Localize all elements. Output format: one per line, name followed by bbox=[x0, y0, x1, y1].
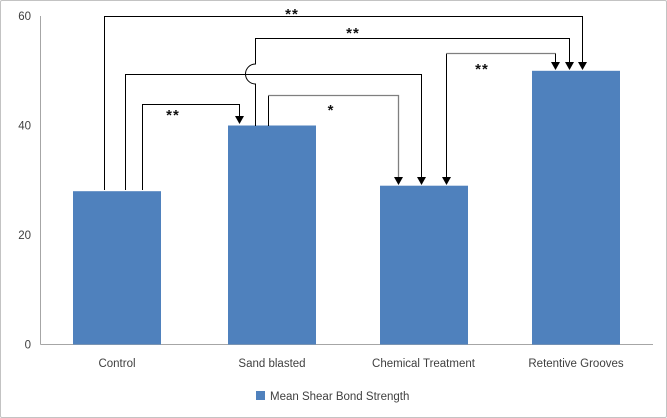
y-tick-label: 60 bbox=[18, 11, 31, 23]
bar-control bbox=[73, 191, 161, 345]
category-label-chemical-treatment: Chemical Treatment bbox=[372, 358, 476, 370]
y-tick-label: 40 bbox=[18, 121, 31, 133]
arrow-head bbox=[578, 62, 587, 70]
bar-retentive-grooves bbox=[532, 70, 620, 345]
arrow-head bbox=[235, 116, 244, 124]
category-label-sand-blasted: Sand blasted bbox=[238, 358, 305, 370]
y-tick-label: 0 bbox=[25, 340, 31, 352]
category-label-control: Control bbox=[98, 358, 135, 370]
sig-bracket-control-retentive bbox=[104, 16, 583, 190]
sig-bracket-control-sandblasted bbox=[142, 104, 240, 190]
category-label-retentive-grooves: Retentive Grooves bbox=[528, 358, 623, 370]
bar-chemical-treatment bbox=[380, 185, 468, 345]
sig-bracket-sandblasted-retentive bbox=[245, 38, 570, 126]
sig-label-sandblasted-retentive: ** bbox=[346, 25, 360, 42]
sig-label-chemical-retentive: ** bbox=[475, 61, 489, 78]
legend-label: Mean Shear Bond Strength bbox=[270, 391, 409, 403]
arrow-head bbox=[565, 62, 574, 70]
sig-bracket-control-chemical bbox=[125, 74, 422, 190]
legend-swatch bbox=[256, 391, 265, 400]
arrow-head bbox=[442, 177, 451, 185]
bar-sand-blasted bbox=[228, 125, 316, 345]
sig-bracket-sandblasted-chemical bbox=[268, 94, 400, 178]
sig-label-control-sandblasted: ** bbox=[166, 107, 180, 124]
sig-label-sandblasted-chemical: * bbox=[328, 102, 335, 119]
y-tick-label: 20 bbox=[18, 230, 31, 242]
arrow-head bbox=[551, 62, 560, 70]
arrow-head bbox=[417, 177, 426, 185]
sig-label-control-retentive: ** bbox=[285, 6, 299, 23]
arrow-head bbox=[394, 177, 403, 185]
